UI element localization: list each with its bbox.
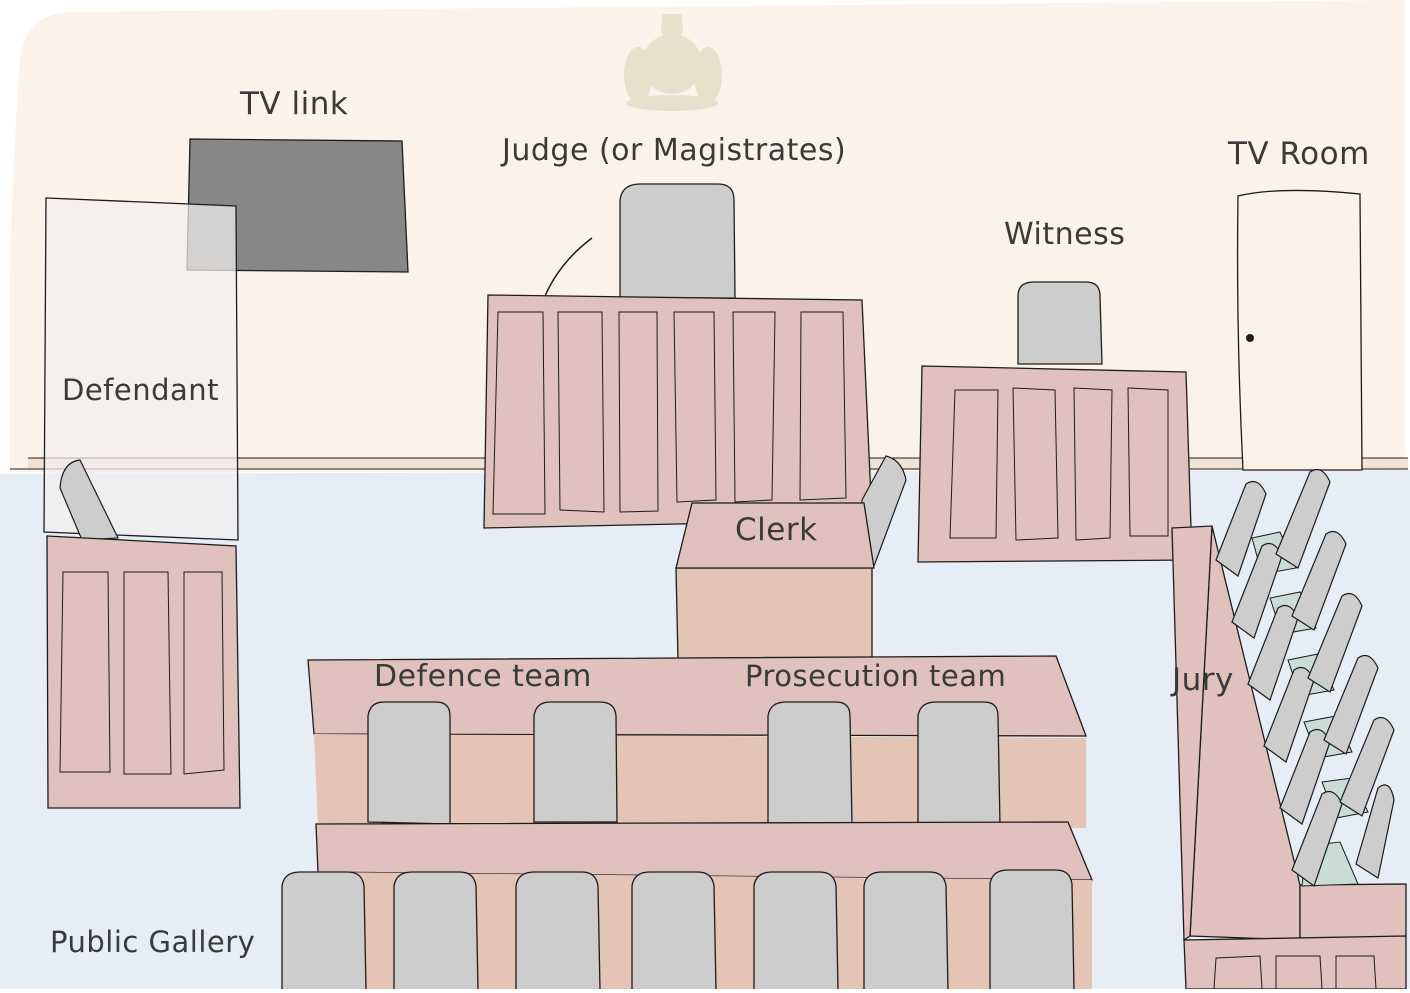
counsel-desk-top: [307, 655, 1087, 737]
judge-chair: [619, 183, 736, 299]
tv-room-label: TV Room: [1228, 136, 1370, 172]
prosecution-chair-1: [767, 701, 853, 825]
defence-chair-1: [367, 701, 451, 825]
witness-label: Witness: [1004, 217, 1126, 252]
public-gallery-rail: [315, 821, 1093, 881]
counsel-desk-front: [314, 734, 1086, 828]
counsel-chairs: [367, 701, 1001, 827]
defendant-desk: [46, 535, 241, 809]
clerk-label: Clerk: [735, 512, 818, 548]
judge-label: Judge (or Magistrates): [502, 133, 847, 168]
judge-bench: [483, 294, 873, 529]
clerk-desk: [675, 502, 875, 661]
defendant-label: Defendant: [62, 373, 220, 407]
prosecution-team-label: Prosecution team: [745, 659, 1007, 693]
clerk-chair: [859, 455, 907, 568]
jury-chairs: [1215, 469, 1395, 887]
witness-chair: [1017, 281, 1103, 365]
defendant-chair: [59, 459, 119, 541]
royal-coat-of-arms-icon: [624, 14, 722, 111]
witness-stand: [917, 365, 1193, 563]
tv-link-label: TV link: [240, 86, 349, 122]
tv-room-door: [1236, 189, 1363, 471]
public-gallery-label: Public Gallery: [50, 925, 256, 959]
defendant-dock-glass: [43, 197, 239, 541]
defence-team-label: Defence team: [374, 659, 592, 694]
jury-label: Jury: [1172, 662, 1234, 698]
prosecution-chair-2: [917, 701, 1001, 827]
defence-chair-2: [533, 701, 618, 823]
microphone-icon: [544, 237, 593, 297]
public-gallery-chairs: [281, 869, 1075, 991]
door-knob: [1246, 334, 1254, 342]
